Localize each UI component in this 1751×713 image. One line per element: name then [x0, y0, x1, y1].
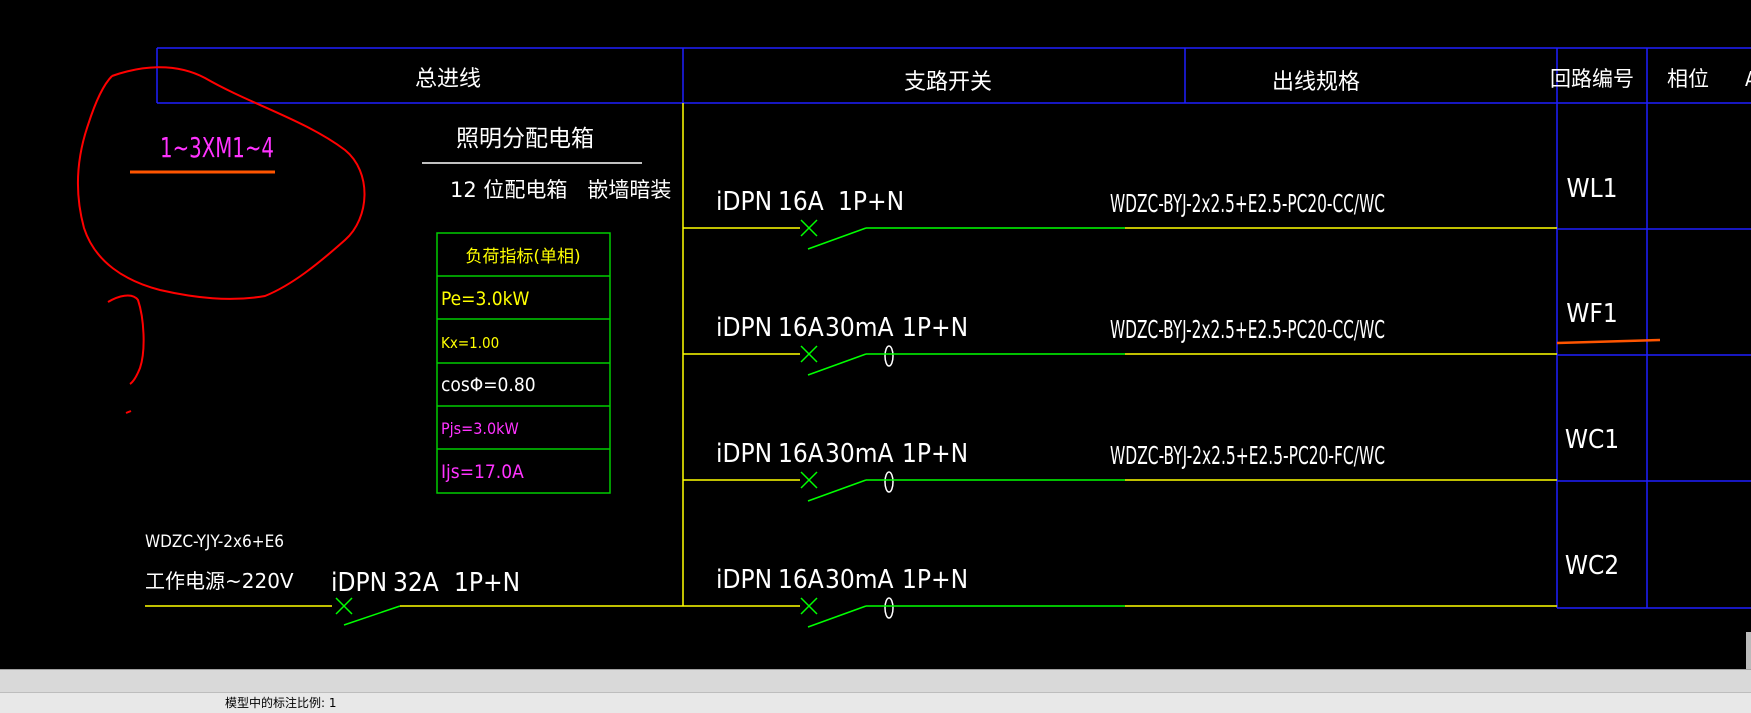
circuit-1-breaker-rating: 16A	[778, 187, 824, 217]
header-phase: 相位	[1667, 67, 1709, 91]
circuit-4-switch-blade	[807, 605, 867, 628]
circuit-2-breaker-rating: 16A	[778, 313, 824, 343]
header-outgoing-spec: 出线规格	[1272, 70, 1360, 95]
circuit-3-cable-spec: WDZC-BYJ-2x2.5+E2.5-PC20-FC/WC	[1110, 441, 1385, 470]
circuit-2-rcd-symbol	[884, 345, 894, 367]
circuit-4-breaker-rating: 16A	[778, 565, 824, 595]
circuit-1-id: WL1	[1566, 174, 1617, 204]
main-feed-line	[145, 597, 683, 626]
circuit-1-breaker-poles: 1P+N	[838, 187, 904, 217]
circuit-4-id: WC2	[1565, 551, 1619, 581]
circuit-2-switch-blade	[807, 353, 867, 376]
markup-circle	[77, 66, 366, 300]
circuit-4-breaker-poles: 1P+N	[902, 565, 968, 595]
circuit-3-switch-blade	[807, 479, 867, 502]
circuit-4-breaker-type: iDPN	[716, 565, 772, 595]
main-breaker-type: iDPN	[331, 568, 387, 598]
load-table-row-kx: Kx=1.00	[441, 334, 499, 352]
circuit-3-switch-x-b	[800, 471, 818, 489]
circuit-3-id: WC1	[1565, 425, 1619, 455]
load-table-row-cos: cosΦ=0.80	[441, 374, 536, 396]
circuit-4-rcd-symbol	[884, 597, 894, 619]
circuit-3-breaker-type: iDPN	[716, 439, 772, 469]
annotation-scale-text: 模型中的标注比例: 1	[225, 696, 337, 710]
circuit-3-breaker-poles: 1P+N	[902, 439, 968, 469]
header-branch-switch: 支路开关	[904, 70, 992, 95]
circuit-2-breaker-rcd: 30mA	[825, 313, 894, 343]
box-subtitle: 12 位配电箱 嵌墙暗装	[450, 178, 671, 202]
status-bar-row	[0, 692, 1751, 713]
main-feed-power: 工作电源~220V	[145, 569, 294, 593]
load-table-row-pe: Pe=3.0kW	[441, 288, 530, 310]
circuit-2-id: WF1	[1566, 299, 1617, 329]
markup-dash	[125, 410, 132, 414]
circuit-3-breaker-rating: 16A	[778, 439, 824, 469]
header-extra: A	[1745, 67, 1751, 91]
circuit-1-switch-blade	[807, 227, 867, 250]
load-table-row-ijs: Ijs=17.0A	[441, 461, 524, 483]
main-feed-cable: WDZC-YJY-2x6+E6	[145, 532, 284, 552]
header-main-incoming: 总进线	[415, 67, 481, 92]
circuit-3-rcd-symbol	[884, 471, 894, 493]
box-title: 照明分配电箱	[456, 126, 594, 152]
circuit-1-cable-spec: WDZC-BYJ-2x2.5+E2.5-PC20-CC/WC	[1110, 189, 1385, 218]
main-breaker-poles: 1P+N	[454, 568, 520, 598]
right-scroll-handle[interactable]	[1746, 632, 1751, 669]
circuit-4-breaker-rcd: 30mA	[825, 565, 894, 595]
main-breaker-rating: 32A	[393, 568, 439, 598]
circuit-1-switch-x-b	[800, 219, 818, 237]
load-table	[436, 232, 611, 494]
annotation-label: 1~3XM1~4	[160, 131, 274, 164]
header-circuit-no: 回路编号	[1550, 67, 1634, 91]
table-grid	[156, 47, 1751, 609]
markup-bracket	[107, 294, 145, 385]
circuit-2-breaker-poles: 1P+N	[902, 313, 968, 343]
circuit-4-switch-x-b	[800, 597, 818, 615]
circuit-2-cable-spec: WDZC-BYJ-2x2.5+E2.5-PC20-CC/WC	[1110, 315, 1385, 344]
load-table-title: 负荷指标(单相)	[465, 247, 580, 267]
cad-drawing-canvas[interactable]: 总进线 支路开关 出线规格 回路编号 相位 A 1~3XM1~4 照明分配电箱 …	[0, 0, 1751, 669]
status-bar: 模型中的标注比例: 1	[0, 669, 1751, 713]
load-table-row-pjs: Pjs=3.0kW	[441, 419, 519, 438]
circuit-3-breaker-rcd: 30mA	[825, 439, 894, 469]
circuit-2-switch-x-b	[800, 345, 818, 363]
markup-underline-wf1	[1556, 338, 1661, 345]
circuit-2-breaker-type: iDPN	[716, 313, 772, 343]
circuit-1-breaker-type: iDPN	[716, 187, 772, 217]
